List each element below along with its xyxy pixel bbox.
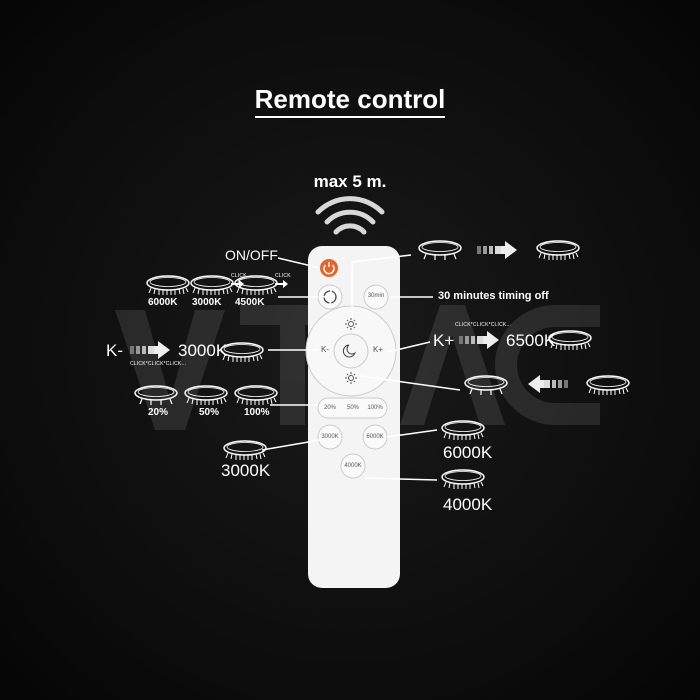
label-6000k: 6000K: [443, 443, 493, 462]
leader-lines: [261, 254, 461, 481]
preset-100[interactable]: 100%: [367, 405, 383, 411]
button-6000k-label: 6000K: [366, 434, 384, 440]
power-button[interactable]: [320, 259, 338, 277]
button-3000k[interactable]: [317, 424, 343, 450]
cycle-4500k: 4500K: [235, 297, 265, 308]
page-title: Remote control: [0, 84, 700, 118]
click-label-2: CLICK: [275, 273, 291, 279]
timer-description: 30 minutes timing off: [438, 290, 549, 302]
night-button[interactable]: [333, 333, 369, 369]
cycle-button[interactable]: [317, 284, 343, 310]
range-label: max 5 m.: [313, 172, 387, 191]
brightness-100: 100%: [244, 407, 270, 418]
label-4000k: 4000K: [443, 495, 493, 514]
k-plus-label: K+: [433, 331, 455, 350]
cycle-6000k: 6000K: [148, 297, 178, 308]
remote-body: [305, 246, 400, 588]
k-minus-result: 3000K: [178, 341, 228, 360]
sun-down-icon: [345, 372, 357, 384]
k-minus-label: K-: [106, 341, 123, 360]
click-text-left: CLICK*CLICK*CLICK...: [130, 361, 187, 367]
button-4000k[interactable]: [340, 453, 366, 479]
on-off-label: ON/OFF: [225, 247, 278, 263]
wifi-icon: [315, 196, 385, 235]
cycle-3000k: 3000K: [192, 297, 222, 308]
cycle-icon: [323, 290, 337, 304]
moon-icon: [342, 344, 357, 358]
k-plus-result: 6500K: [506, 331, 556, 350]
button-3000k-label: 3000K: [321, 434, 339, 440]
arrow-icons: [130, 241, 568, 393]
sun-up-icon: [345, 318, 357, 330]
timer-button[interactable]: [363, 284, 389, 310]
k-minus-button-label: K-: [321, 345, 329, 354]
preset-50[interactable]: 50%: [346, 405, 359, 411]
k-plus-button-label: K+: [372, 345, 383, 354]
label-3000k: 3000K: [221, 461, 271, 480]
brightness-preset-bar[interactable]: [317, 397, 388, 419]
click-text-right: CLICK*CLICK*CLICK...: [455, 322, 512, 328]
timer-button-label: 30min: [367, 293, 385, 299]
button-4000k-label: 4000K: [344, 463, 362, 469]
brightness-50: 50%: [199, 407, 220, 418]
click-label-1: CLICK: [231, 273, 247, 279]
preset-20[interactable]: 20%: [323, 405, 336, 411]
brightness-20: 20%: [148, 407, 169, 418]
power-icon: [323, 262, 335, 275]
